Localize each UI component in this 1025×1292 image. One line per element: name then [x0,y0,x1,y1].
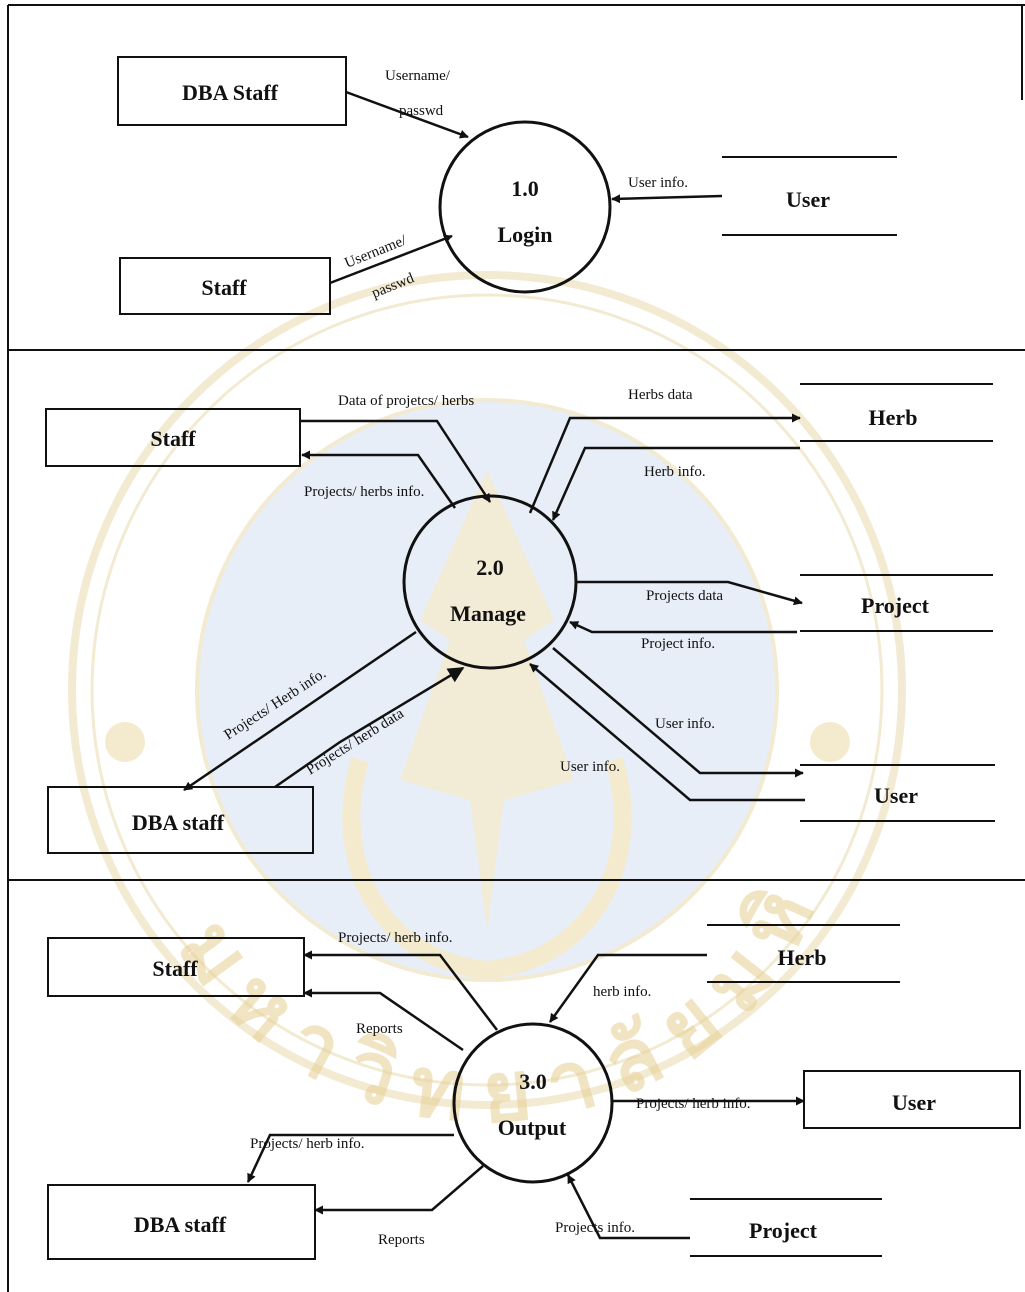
entity-staff-3-label: Staff [152,956,198,981]
store-project-label: Project [861,593,930,618]
flow-herbs-data-label: Herbs data [628,387,693,403]
flow-manage-to-staff [301,450,457,509]
entity-dba-staff-3 [47,1184,316,1260]
process-output-number: 3.0 [519,1069,547,1094]
flow-output-staff-reports-label: Reports [356,1021,403,1037]
entity-dba-staff-3-label: DBA staff [134,1212,227,1237]
flow-staff-to-login [329,234,453,285]
flow-user-info-label: User info. [628,175,688,191]
flow-output-user-label: Projects/ herb info. [636,1096,751,1112]
flow-manage-to-project [576,580,803,606]
flow-output-staff-info-label: Projects/ herb info. [338,930,453,946]
section-output: Staff DBA staff Herb User Project 3.0 Ou… [47,924,1021,1260]
entity-user-label: User [786,187,830,212]
entity-staff-2-label: Staff [150,426,196,451]
flow-user-info-out-label: User info. [655,716,715,732]
entity-dba-staff-label: DBA Staff [182,80,279,105]
entity-dba-staff-2 [47,786,314,854]
flow-dba-to-login [345,90,469,139]
flow-staff-to-manage [300,419,492,503]
process-output [452,1022,614,1184]
flow-manage-to-herb [528,413,801,514]
flow-output-to-dba-reports [314,1165,484,1215]
flow-projects-info-label: Projects info. [555,1220,635,1236]
flow-herb-info-label: Herb info. [644,464,706,480]
process-login-number: 1.0 [511,176,539,201]
entity-dba-staff-2-label: DBA staff [132,810,225,835]
flow-user-to-manage [529,663,805,802]
flow-project-to-output [566,1174,690,1240]
flow-project-info-label: Project info. [641,636,715,652]
flow-projects-herbs-info-label: Projects/ herbs info. [304,484,424,500]
flow-data-projects-herbs-label: Data of projetcs/ herbs [338,393,474,409]
entity-staff [119,257,331,315]
entity-dba-staff [117,56,347,126]
process-output-name: Output [498,1115,567,1140]
flow-herb-info-3-label: herb info. [593,984,651,1000]
flow-user-to-login [611,194,723,204]
entity-user-3-label: User [892,1090,936,1115]
flow-herb-to-manage [551,446,800,521]
watermark-seal [68,271,906,1109]
flow-dba-to-manage [274,666,465,789]
flow-output-to-dba-info [246,1133,454,1183]
flow-herb-to-output [548,953,707,1023]
flow-manage-to-dba [183,630,417,792]
store-herb-3-label: Herb [778,945,827,970]
flow-project-to-manage [569,620,797,634]
store-herb-label: Herb [869,405,918,430]
flow-staff-passwd-label: passwd [370,270,417,302]
flow-dba-username-label: Username/ [385,68,451,84]
flow-output-to-staff-reports [303,988,464,1052]
store-user-2-label: User [874,783,918,808]
flow-output-dba-reports-label: Reports [378,1232,425,1248]
process-login [438,120,612,294]
flow-output-dba-info-label: Projects/ herb info. [250,1136,365,1152]
flow-dba-passwd-label: passwd [399,103,444,119]
flow-output-to-staff-info [303,950,498,1031]
flow-user-info-in-label: User info. [560,759,620,775]
process-manage-name: Manage [450,601,526,626]
flow-projects-data-label: Projects data [646,588,723,604]
entity-staff-2 [45,408,301,467]
entity-staff-label: Staff [201,275,247,300]
flow-manage-to-user [552,647,804,778]
store-project-3-label: Project [749,1218,818,1243]
process-login-name: Login [497,222,552,247]
entity-staff-3 [47,937,305,997]
section-login: DBA Staff Staff User 1.0 Login Username/… [117,56,897,315]
process-manage-number: 2.0 [476,555,504,580]
